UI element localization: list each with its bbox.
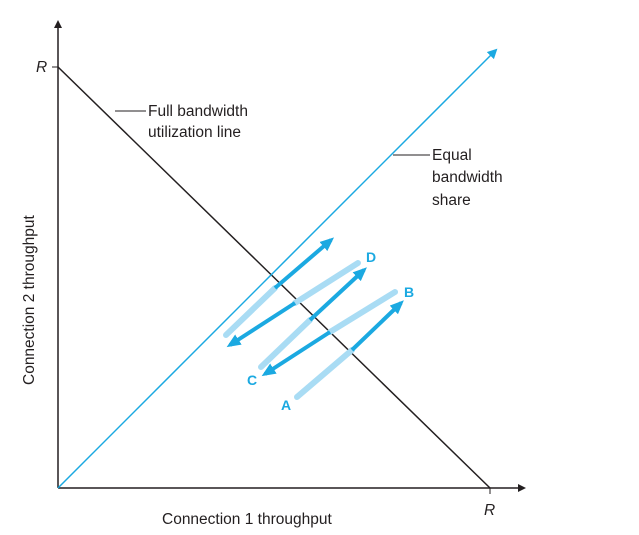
trajectory-arrows xyxy=(226,237,404,377)
arrow-d-e xyxy=(226,301,297,348)
segment-c-d-light xyxy=(258,317,313,370)
y-max-label: R xyxy=(36,59,47,76)
full-bandwidth-line xyxy=(57,66,491,489)
equal-line-label-2: bandwidth xyxy=(432,169,503,186)
y-axis-label: Connection 2 throughput xyxy=(21,215,38,385)
segment-a-b-light xyxy=(294,347,355,400)
equal-line-label-3: share xyxy=(432,192,471,209)
equal-line-label-1: Equal xyxy=(432,147,472,164)
full-line-label-1: Full bandwidth xyxy=(148,103,248,120)
segment-b-c-light xyxy=(327,289,398,335)
segment-d-e-light xyxy=(292,260,361,306)
arrow-c-d xyxy=(308,267,367,322)
point-b-label: B xyxy=(404,284,414,300)
arrow-a-b xyxy=(350,300,404,352)
arrow-b-c xyxy=(261,330,332,377)
x-max-label: R xyxy=(484,502,495,519)
arrow-e-f xyxy=(273,237,335,290)
point-d-label: D xyxy=(366,249,376,265)
segment-e-light xyxy=(223,285,278,338)
point-c-label: C xyxy=(247,372,257,388)
equal-share-line xyxy=(57,48,498,489)
x-axis-label: Connection 1 throughput xyxy=(162,511,332,528)
point-a-label: A xyxy=(281,397,291,413)
full-line-label-2: utilization line xyxy=(148,124,241,141)
trajectory-light xyxy=(223,260,398,400)
